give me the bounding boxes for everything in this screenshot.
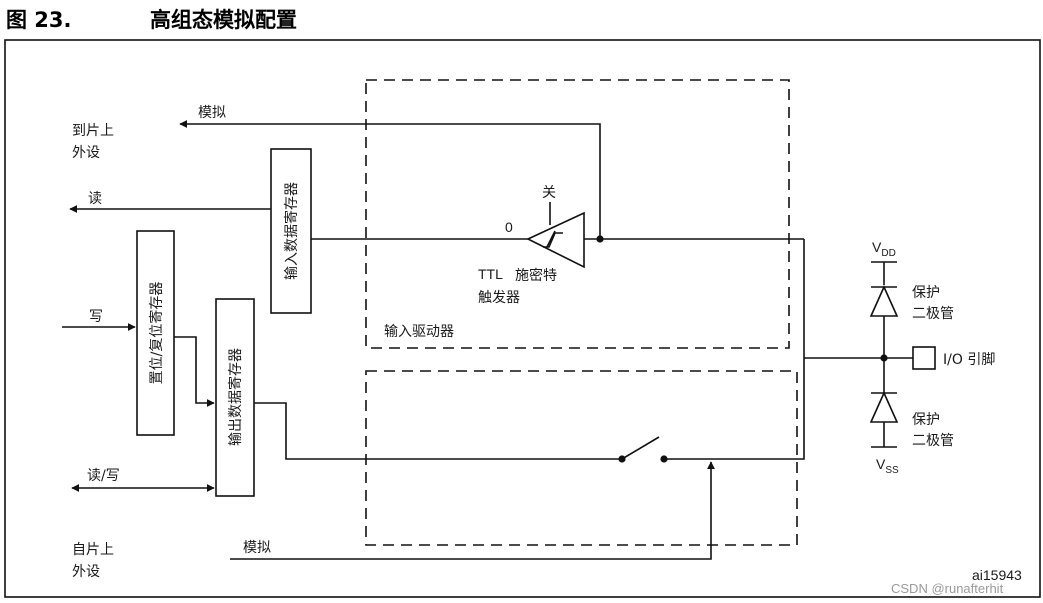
watermark: CSDN @runafterhit — [891, 581, 1004, 596]
label-schmitt-1: 施密特 — [515, 267, 557, 284]
label-input-driver: 输入驱动器 — [384, 324, 454, 340]
set-reset-register-box — [136, 230, 175, 436]
label-analog-bottom: 模拟 — [243, 540, 271, 556]
input-driver-region — [365, 79, 790, 349]
label-set-reset-register: 置位/复位寄存器 — [148, 282, 165, 385]
output-register-wire — [254, 402, 622, 460]
label-ttl: TTL — [478, 266, 503, 282]
output-driver-region — [365, 370, 798, 546]
analog-input-wire — [230, 461, 715, 560]
label-vdd: VDD — [872, 239, 896, 259]
label-io-pin: I/O 引脚 — [943, 352, 995, 368]
label-to-onchip-1: 到片上 — [72, 123, 114, 139]
figure-frame — [4, 39, 1041, 598]
label-read-write: 读/写 — [87, 467, 120, 484]
label-off: 关 — [542, 185, 556, 201]
output-data-register-box — [215, 298, 255, 497]
protection-diode-bottom-symbol — [869, 391, 899, 423]
schmitt-trigger-symbol — [526, 202, 585, 269]
label-protect-bottom-1: 保护 — [912, 412, 940, 428]
label-input-data-register: 输入数据寄存器 — [283, 182, 300, 280]
figure-id: ai15943 — [972, 567, 1022, 583]
output-switch-blade — [621, 436, 660, 460]
label-protect-bottom-2: 二极管 — [912, 433, 954, 449]
input-data-register-box — [270, 148, 312, 314]
protection-diode-top-symbol — [869, 285, 899, 317]
figure-title: 高组态模拟配置 — [150, 8, 297, 32]
label-zero: 0 — [505, 219, 513, 235]
analog-output-wire — [179, 120, 601, 239]
junction-dot — [596, 235, 604, 243]
label-to-onchip-2: 外设 — [72, 145, 100, 161]
label-schmitt-2: 触发器 — [478, 290, 520, 306]
label-from-onchip-2: 外设 — [72, 564, 100, 580]
figure-number: 图 23. — [6, 8, 72, 32]
label-from-onchip-1: 自片上 — [72, 542, 114, 558]
label-write: 写 — [89, 309, 103, 325]
io-pin-pad — [912, 346, 936, 370]
setreset-to-output-wire — [174, 336, 215, 407]
label-protect-top-2: 二极管 — [912, 306, 954, 322]
label-vss: VSS — [876, 456, 899, 476]
switch-to-pin-wire — [664, 358, 805, 460]
label-analog-top: 模拟 — [198, 105, 226, 121]
label-protect-top-1: 保护 — [912, 285, 940, 301]
label-output-data-register: 输出数据寄存器 — [227, 348, 244, 446]
label-read: 读 — [88, 190, 102, 207]
